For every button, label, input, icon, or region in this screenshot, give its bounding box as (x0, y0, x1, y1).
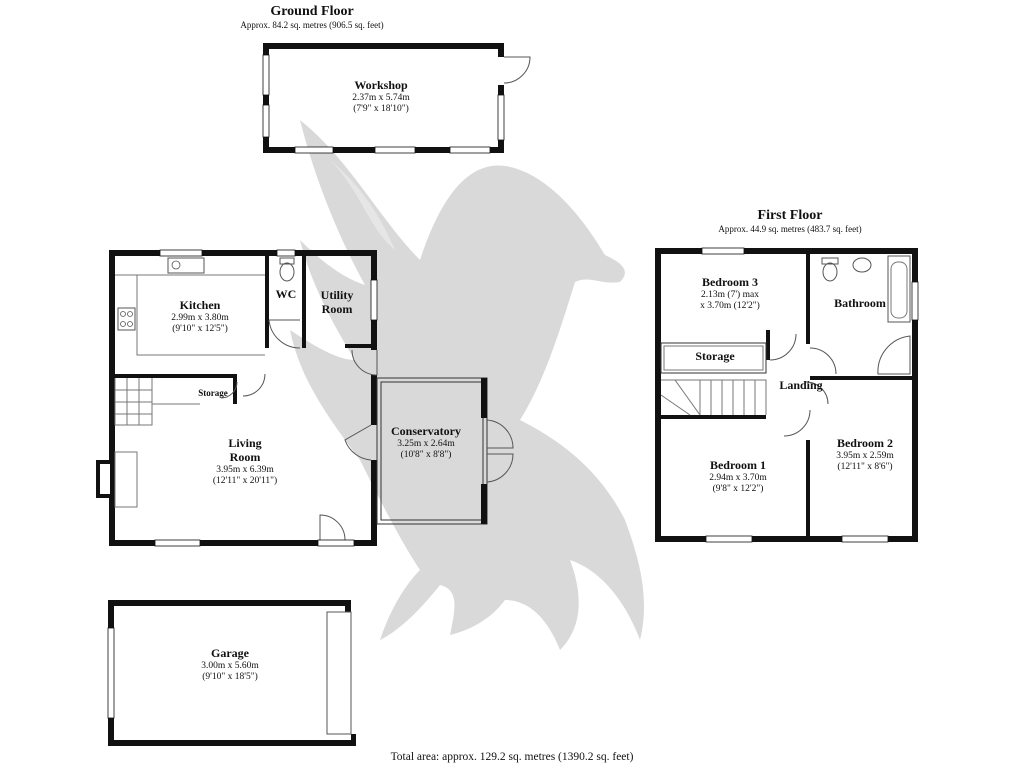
workshop-dim-ft: (7'9" x 18'10") (353, 103, 409, 114)
living-name-2: Room (229, 449, 261, 464)
conservatory-label: Conservatory 3.25m x 2.64m (10'8" x 8'8"… (371, 424, 481, 461)
ground-floor-heading: Ground Floor Approx. 84.2 sq. metres (90… (212, 4, 412, 30)
kitchen-dim-m: 2.99m x 3.80m (171, 312, 229, 323)
garage-name: Garage (211, 646, 249, 660)
ground-floor-area: Approx. 84.2 sq. metres (906.5 sq. feet) (240, 20, 384, 31)
conservatory-dim-m: 3.25m x 2.64m (397, 438, 455, 449)
bedroom2-dim-ft: (12'11" x 8'6") (837, 461, 893, 472)
conservatory-name: Conservatory (391, 424, 461, 438)
kitchen-label: Kitchen 2.99m x 3.80m (9'10" x 12'5") (140, 298, 260, 335)
garage-dim-ft: (9'10" x 18'5") (202, 671, 258, 682)
griffin-icon (290, 120, 645, 650)
garage-dim-m: 3.00m x 5.60m (201, 660, 259, 671)
bathroom-name: Bathroom (834, 296, 886, 310)
bedroom2-name: Bedroom 2 (836, 436, 894, 450)
ground-floor-plan (96, 249, 378, 547)
landing-name: Landing (779, 378, 823, 392)
utility-name-1: Utility (320, 288, 354, 302)
conservatory-dim-ft: (10'8" x 8'8") (400, 449, 452, 460)
first-floor-plan (655, 247, 919, 543)
bedroom1-name: Bedroom 1 (709, 458, 767, 472)
first-floor-title: First Floor (757, 208, 823, 223)
conservatory-plan (376, 377, 514, 525)
bedroom3-name: Bedroom 3 (701, 275, 759, 289)
garage-label: Garage 3.00m x 5.60m (9'10" x 18'5") (170, 646, 290, 683)
workshop-label: Workshop 2.37m x 5.74m (7'9" x 18'10") (321, 78, 441, 115)
bedroom2-dim-m: 3.95m x 2.59m (836, 450, 894, 461)
bedroom1-dim-ft: (9'8" x 12'2") (712, 483, 764, 494)
ground-floor-title: Ground Floor (270, 4, 354, 19)
utility-name-2: Room (321, 301, 353, 316)
storage-ground-label: Storage (193, 388, 233, 398)
garage-plan (107, 600, 356, 746)
workshop-name: Workshop (354, 78, 408, 92)
workshop-dim-m: 2.37m x 5.74m (352, 92, 410, 103)
utility-label: Utility Room (306, 288, 368, 317)
storage-ground-name: Storage (198, 388, 228, 398)
bedroom1-label: Bedroom 1 2.94m x 3.70m (9'8" x 12'2") (683, 458, 793, 495)
bedroom2-label: Bedroom 2 3.95m x 2.59m (12'11" x 8'6") (810, 436, 920, 473)
wc-label: WC (270, 287, 302, 302)
living-room-label: Living Room 3.95m x 6.39m (12'11" x 20'1… (185, 436, 305, 486)
storage-first-label: Storage (680, 349, 750, 364)
bedroom3-dim-ft: x 3.70m (12'2") (700, 300, 760, 311)
total-area: Total area: approx. 129.2 sq. metres (13… (390, 751, 634, 763)
first-floor-area: Approx. 44.9 sq. metres (483.7 sq. feet) (718, 224, 862, 235)
wc-name: WC (275, 287, 297, 301)
first-floor-heading: First Floor Approx. 44.9 sq. metres (483… (690, 208, 890, 234)
storage-first-name: Storage (695, 349, 735, 363)
bedroom3-label: Bedroom 3 2.13m (7') max x 3.70m (12'2") (675, 275, 785, 312)
kitchen-name: Kitchen (179, 298, 221, 312)
living-dim-ft: (12'11" x 20'11") (212, 475, 278, 486)
living-dim-m: 3.95m x 6.39m (216, 464, 274, 475)
bathroom-label: Bathroom (820, 296, 900, 311)
landing-label: Landing (766, 378, 836, 393)
workshop-plan (262, 43, 531, 154)
living-name-1: Living (228, 436, 262, 450)
kitchen-dim-ft: (9'10" x 12'5") (172, 323, 228, 334)
bedroom1-dim-m: 2.94m x 3.70m (709, 472, 767, 483)
bedroom3-dim-m: 2.13m (7') max (701, 289, 759, 300)
